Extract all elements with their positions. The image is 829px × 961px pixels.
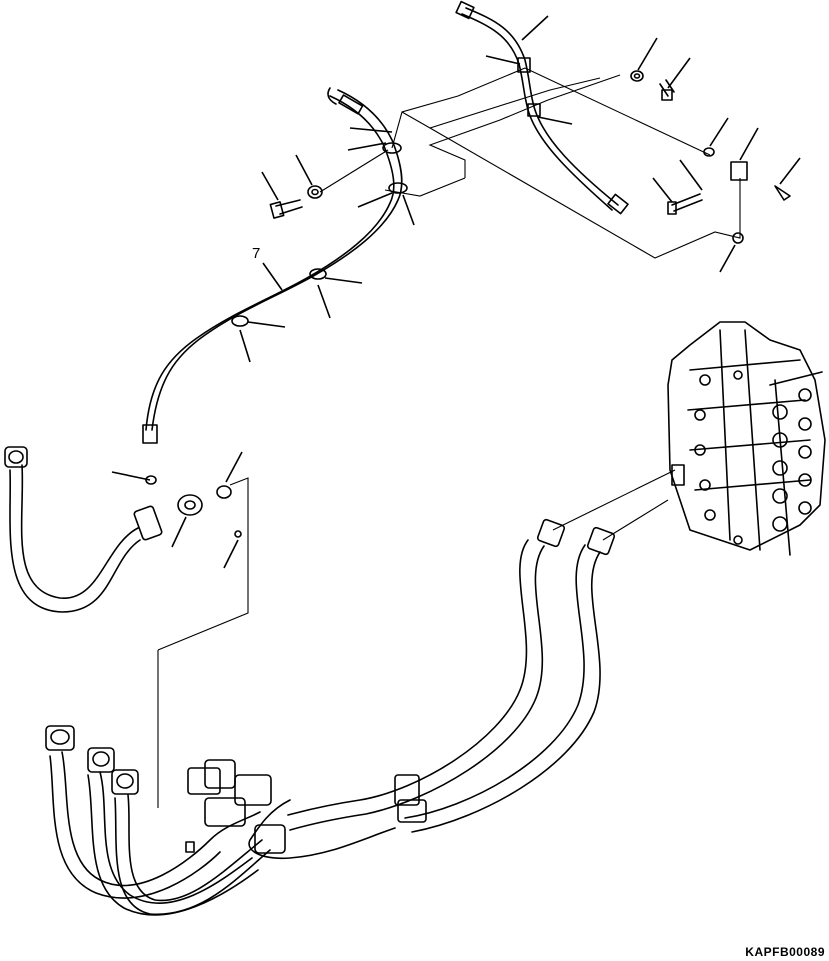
callout-7-label: 7 [252,245,260,262]
drawing-code: KAPFB00089 [745,945,825,959]
control-valve [667,321,826,556]
fasteners [269,70,791,244]
leader-lines [111,15,801,569]
clamp [382,142,402,154]
left-hose [4,446,242,613]
valve-spools [671,370,812,545]
upper-right-pilot-tube [455,0,629,215]
hose-bundle [45,518,616,916]
junction-block [730,161,748,181]
clamp [231,315,249,327]
assembly-lines [157,67,741,808]
clamp [309,268,327,280]
clamp [388,182,408,194]
pilot-tube-7 [142,87,408,444]
